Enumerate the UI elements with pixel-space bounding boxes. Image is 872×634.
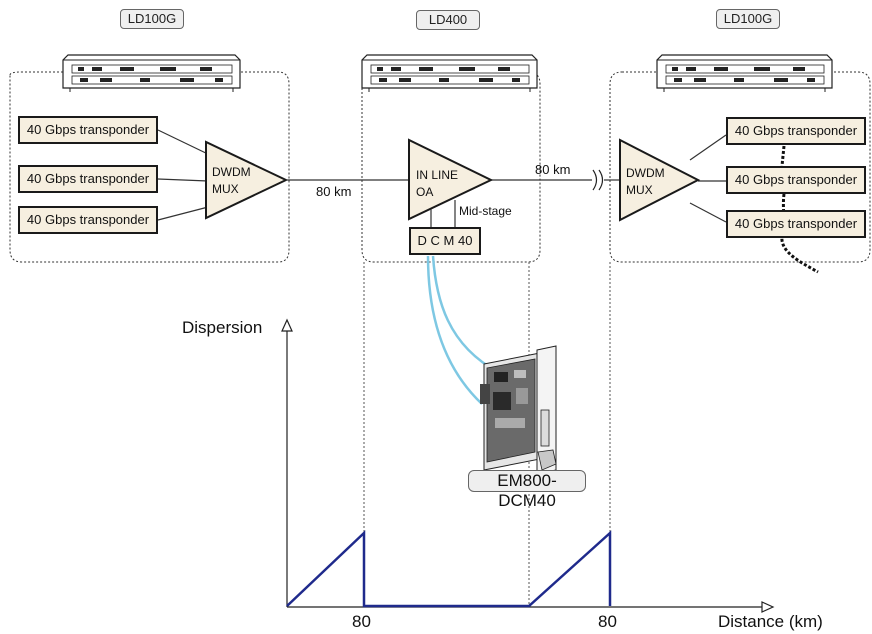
dcm-card-icon	[480, 345, 557, 475]
x-axis-arrow-icon	[761, 601, 775, 613]
left-mux-label-line2: MUX	[212, 182, 239, 196]
protection-fiber	[780, 145, 819, 274]
right-span-distance: 80 km	[535, 162, 571, 177]
right-mux-label-line1: DWDM	[626, 166, 665, 180]
tick-label-left: 80	[352, 612, 371, 631]
y-axis-arrow-icon	[281, 318, 293, 332]
center-equipment-label: LD400	[416, 10, 480, 30]
right-transponder: 40 Gbps transponder	[726, 117, 866, 145]
center-site-outline	[361, 71, 541, 263]
module-model-label: EM800-DCM40	[468, 470, 586, 510]
right-site-links	[689, 134, 727, 223]
dcm-box: D C M 40	[409, 227, 481, 255]
left-transponder: 40 Gbps transponder	[18, 165, 158, 193]
left-site-outline	[9, 71, 290, 263]
left-span-distance: 80 km	[316, 184, 352, 199]
right-mux-label-line2: MUX	[626, 183, 653, 197]
left-transponder: 40 Gbps transponder	[18, 206, 158, 234]
tick-label-right: 80	[598, 612, 617, 631]
x-axis-label: Distance (km)	[718, 612, 823, 631]
rack-chassis-icon	[361, 54, 538, 92]
amplifier-label-line2: OA	[416, 185, 434, 199]
left-mux-triangle	[205, 140, 289, 220]
right-site-outline	[609, 71, 871, 263]
right-transponder: 40 Gbps transponder	[726, 166, 866, 194]
amplifier-label-line1: IN LINE	[416, 168, 459, 182]
y-axis-label: Dispersion	[182, 318, 263, 337]
inline-amplifier-triangle	[408, 138, 494, 221]
rack-chassis-icon	[656, 54, 833, 92]
left-site-links	[157, 129, 213, 221]
rack-chassis-icon	[62, 54, 241, 92]
left-mux-label-line1: DWDM	[212, 165, 251, 179]
right-equipment-label: LD100G	[716, 9, 780, 29]
right-mux-triangle	[619, 138, 701, 222]
patch-fiber	[431, 255, 499, 374]
patch-fiber	[426, 255, 483, 405]
left-transponder: 40 Gbps transponder	[18, 116, 158, 144]
left-equipment-label: LD100G	[120, 9, 184, 29]
dispersion-trace	[286, 530, 612, 608]
midstage-label: Mid-stage	[459, 204, 512, 218]
right-transponder: 40 Gbps transponder	[726, 210, 866, 238]
fiber-break-icon	[592, 169, 604, 191]
